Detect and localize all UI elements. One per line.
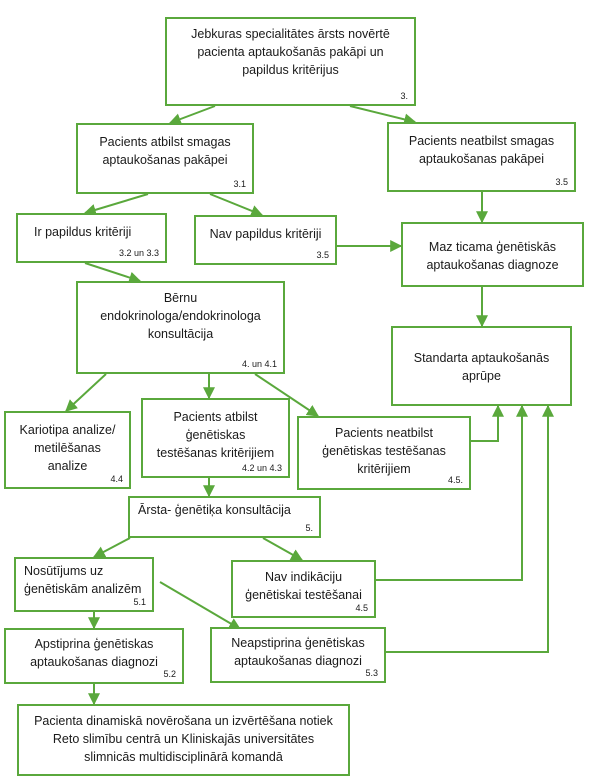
step-no-genetic-testing-indication: Nav indikāciju ģenētiskai testēšanai 4.5 — [231, 560, 376, 618]
step-unlikely-genetic-diagnosis: Maz ticama ģenētiskās aptaukošanas diagn… — [401, 222, 584, 287]
box-line: Ir papildus kritēriji — [34, 225, 132, 239]
box-line: aptaukošanas diagnozi — [234, 654, 362, 668]
arrow-b16-b8 — [386, 404, 554, 653]
step-dynamic-monitoring: Pacienta dinamiskā novērošana un izvērtē… — [17, 704, 350, 776]
box-line: aprūpe — [462, 369, 501, 383]
step-ref: 3.5 — [555, 177, 568, 187]
step-ref: 3.2 un 3.3 — [118, 248, 159, 258]
box-line: pacienta aptaukošanās pakāpi un — [197, 45, 384, 59]
arrow-b7-b11 — [254, 373, 319, 417]
step-does-not-confirm-diagnosis: Neapstiprina ģenētiskas aptaukošanas dia… — [210, 627, 386, 683]
box-line: ģenētiskām analizēm — [24, 582, 142, 596]
step-ref: 4.5 — [355, 603, 368, 613]
step-endocrinologist-consult: Bērnu endokrinologa/endokrinologa konsul… — [76, 281, 285, 374]
arrow-b7-b9 — [65, 373, 107, 412]
box-line: Nav indikāciju — [264, 570, 343, 584]
box-line: kritērijiem — [357, 462, 411, 476]
step-ref: 3.1 — [233, 179, 246, 189]
step-not-meets-genetic-testing: Pacients neatbilst ģenētiskas testēšanas… — [297, 416, 471, 490]
box-line: Bērnu — [163, 291, 198, 305]
step-standard-obesity-care: Standarta aptaukošanās aprūpe — [391, 326, 572, 406]
box-line: testēšanas kritērijiem — [156, 446, 275, 460]
box-line: Pacients neatbilst — [335, 426, 433, 440]
step-ref: 4.2 un 4.3 — [241, 463, 282, 473]
arrow-b2-b5 — [209, 193, 264, 217]
arrow-b12-b14 — [262, 537, 304, 561]
step-ref: 3.5 — [316, 250, 329, 260]
step-ref: 5.3 — [365, 668, 378, 678]
step-genetic-analysis-referral: Nosūtījums uz ģenētiskām analizēm 5.1 — [14, 557, 154, 612]
box-line: Pacients atbilst smagas — [99, 135, 231, 149]
box-line: ģenētiskas — [185, 428, 246, 442]
box-line: slimnicās multidisciplinārā komandā — [84, 750, 283, 764]
box-line: Maz ticama ģenētiskās — [428, 240, 557, 254]
step-ref: 5.2 — [163, 669, 176, 679]
box-line: Apstiprina ģenētiskas — [34, 637, 154, 651]
box-line: analize — [47, 459, 88, 473]
box-line: ģenētiskas testēšanas — [322, 444, 446, 458]
step-ref: 3. — [400, 91, 408, 101]
box-line: Kariotipa analize/ — [19, 423, 116, 437]
step-ref: 4. un 4.1 — [241, 359, 277, 369]
step-no-extra-criteria: Nav papildus kritēriji 3.5 — [194, 215, 337, 265]
step-ref: 5. — [305, 523, 313, 533]
box-line: Nosūtījums uz — [24, 564, 104, 578]
arrow-b1-b2 — [168, 105, 216, 125]
box-line: ģenētiskai testēšanai — [245, 588, 362, 602]
arrow-b1-b3 — [349, 105, 417, 126]
box-line: aptaukošanas diagnoze — [426, 258, 559, 272]
box-line: endokrinologa/endokrinologa — [100, 309, 261, 323]
box-line: Jebkuras specialitātes ārsts novērtē — [191, 27, 390, 41]
step-ref: 4.4 — [110, 474, 123, 484]
step-karyotype-analysis: Kariotipa analize/ metilēšanas analize 4… — [4, 411, 131, 489]
box-line: aptaukošanas pakāpei — [418, 152, 545, 166]
box-line: Pacients neatbilst smagas — [408, 134, 555, 148]
step-confirms-genetic-diagnosis: Apstiprina ģenētiskas aptaukošanas diagn… — [4, 628, 184, 684]
arrow-b13-b16 — [159, 581, 242, 630]
box-line: Reto slimību centrā un Kliniskajās unive… — [52, 732, 315, 746]
step-meets-genetic-testing: Pacients atbilst ģenētiskas testēšanas k… — [141, 398, 290, 478]
step-not-meets-severe-obesity: Pacients neatbilst smagas aptaukošanas p… — [387, 122, 576, 192]
box-line: Neapstiprina ģenētiskas — [231, 636, 365, 650]
box-line: aptaukošanas pakāpei — [102, 153, 228, 167]
box-line: aptaukošanas diagnozi — [30, 655, 158, 669]
arrow-b11-b8 — [471, 404, 504, 442]
box-line: konsultācija — [147, 327, 214, 341]
arrow-b2-b4 — [83, 193, 149, 216]
arrow-b12-b13 — [92, 537, 131, 558]
box-line: Standarta aptaukošanās — [413, 351, 550, 365]
step-ref: 5.1 — [133, 597, 146, 607]
step-specialist-assessment: Jebkuras specialitātes ārsts novērtē pac… — [165, 17, 416, 106]
arrow-b14-b8 — [376, 404, 528, 581]
box-line: Pacienta dinamiskā novērošana un izvērtē… — [34, 714, 333, 728]
step-geneticist-consult: Ārsta- ģenētiķa konsultācija 5. — [128, 496, 321, 538]
box-line: Ārsta- ģenētiķa konsultācija — [138, 503, 291, 517]
box-line: papildus kritērijus — [242, 63, 339, 77]
step-has-extra-criteria: Ir papildus kritēriji 3.2 un 3.3 — [16, 213, 167, 263]
step-ref: 4.5. — [447, 475, 463, 485]
step-meets-severe-obesity: Pacients atbilst smagas aptaukošanas pak… — [76, 123, 254, 194]
box-line: Pacients atbilst — [173, 410, 258, 424]
arrow-b4-b7 — [84, 262, 142, 284]
box-line: Nav papildus kritēriji — [209, 227, 322, 241]
box-line: metilēšanas — [34, 441, 101, 455]
